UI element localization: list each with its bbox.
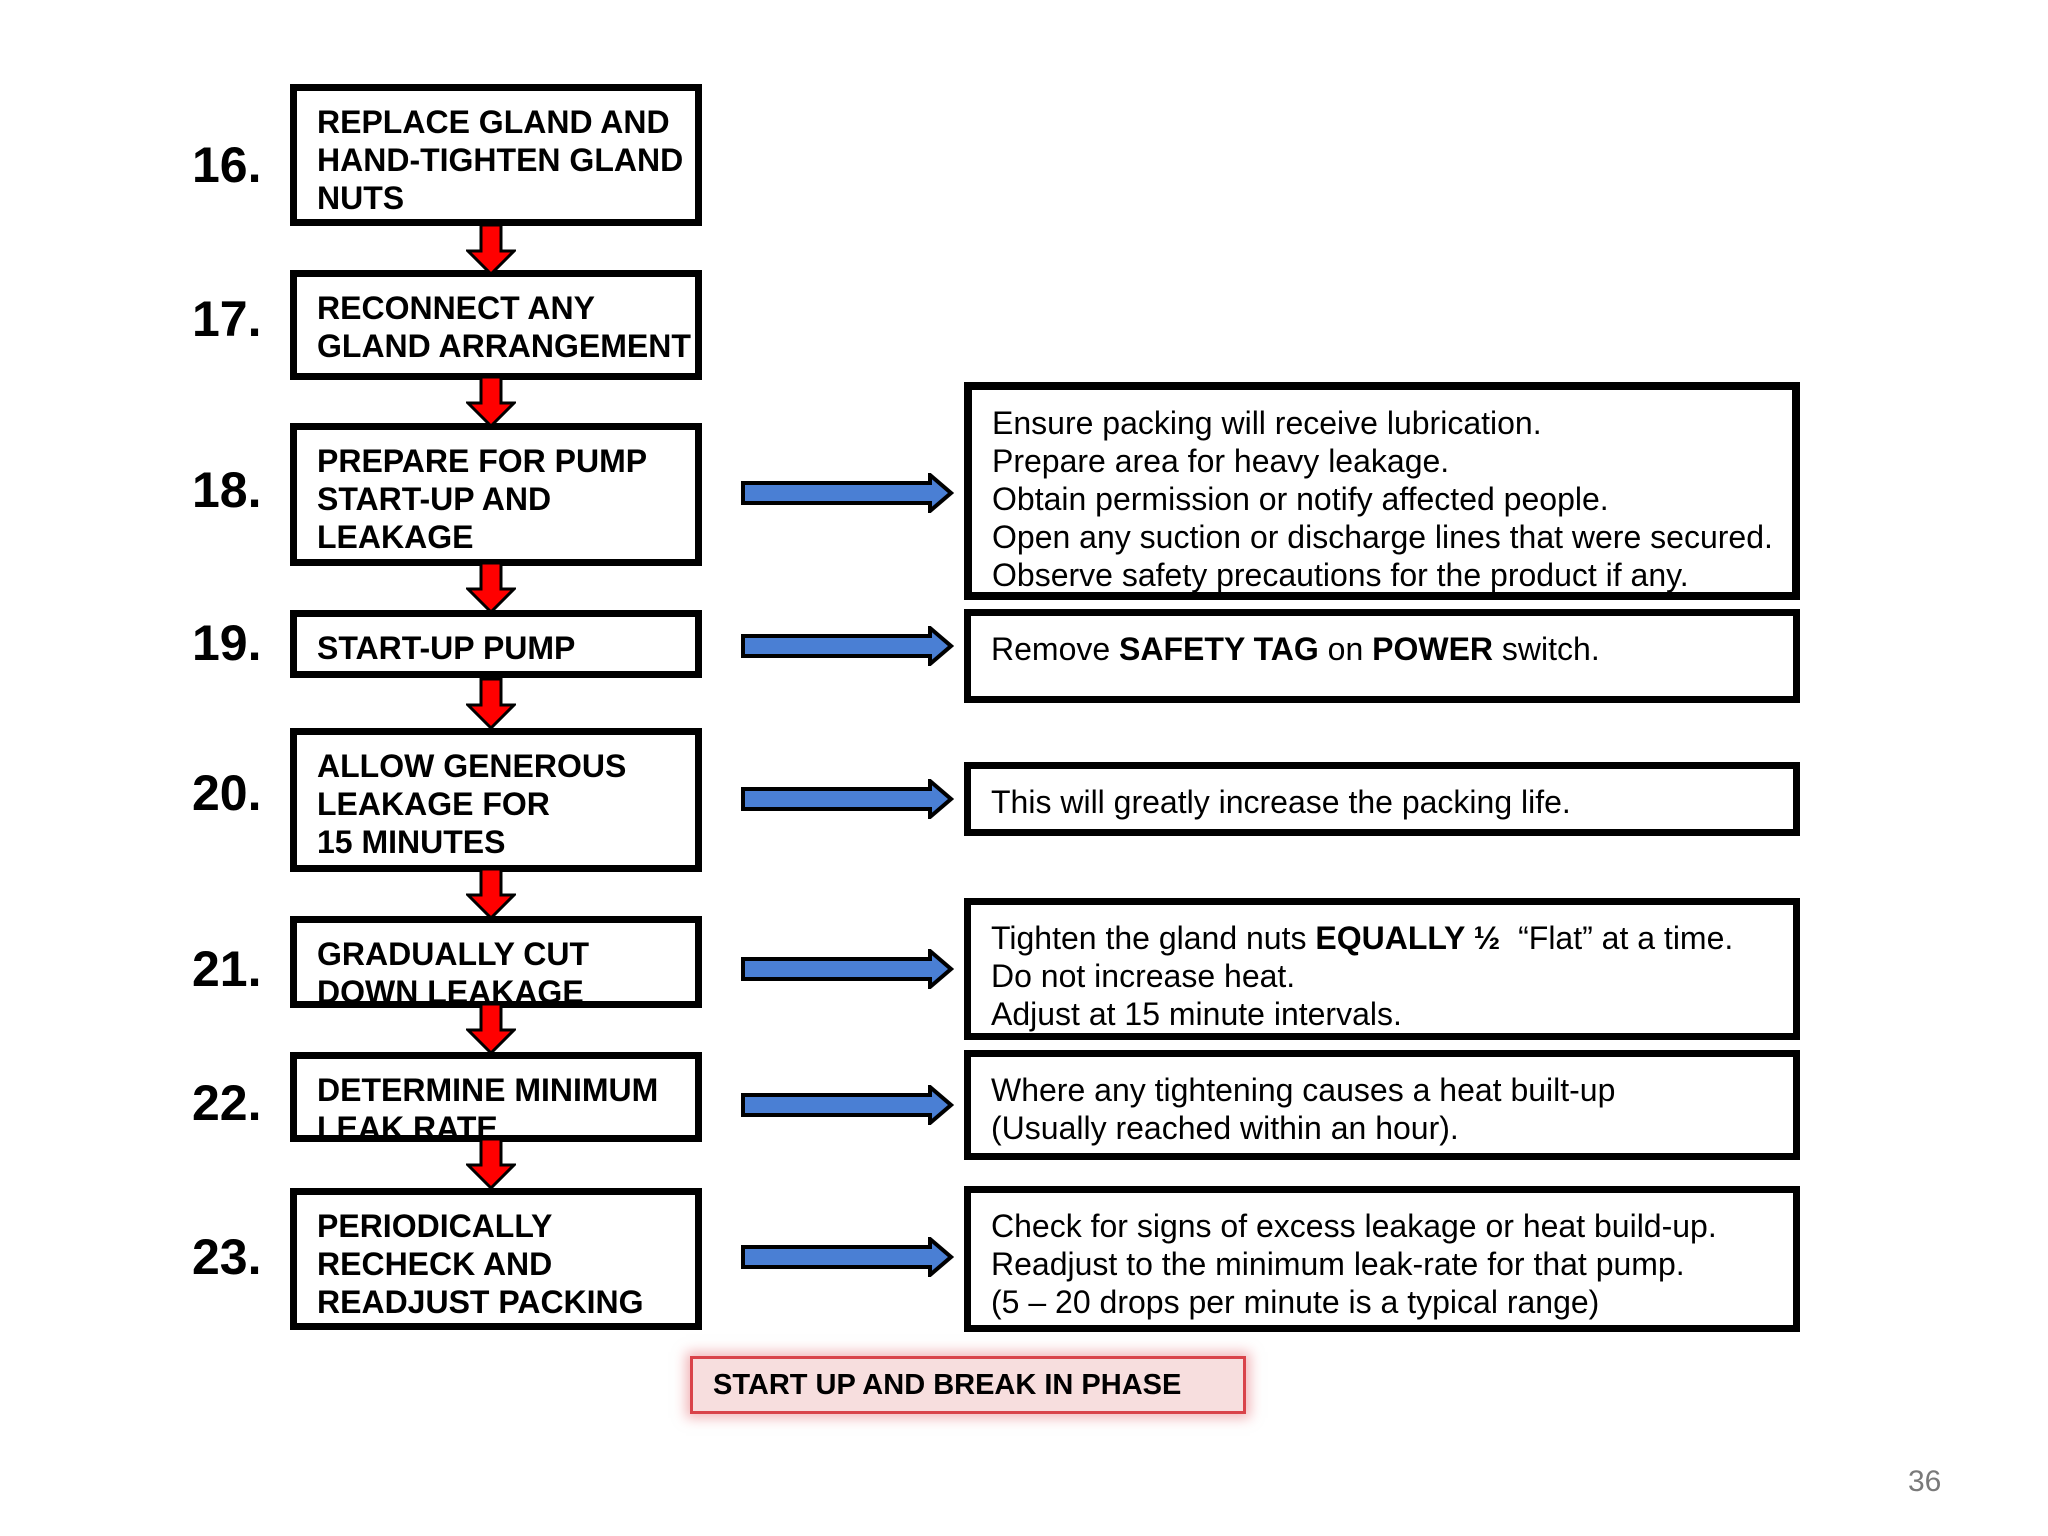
note-18-line: Ensure packing will receive lubrication.	[992, 405, 1542, 441]
note-21-bold: EQUALLY ½	[1315, 920, 1501, 956]
step-23-line: PERIODICALLY	[317, 1208, 553, 1244]
step-number-17: 17.	[192, 291, 262, 347]
down-arrow-icon	[466, 1138, 516, 1190]
note-box-20: This will greatly increase the packing l…	[964, 762, 1800, 836]
note-21-line: Tighten the gland nuts EQUALLY ½ “Flat” …	[991, 919, 1793, 957]
step-box-19: START-UP PUMP	[290, 610, 702, 678]
step-22-line: DETERMINE MINIMUM	[317, 1072, 659, 1108]
note-18-line: Open any suction or discharge lines that…	[992, 519, 1773, 555]
note-21-text: “Flat” at a time.	[1500, 920, 1734, 956]
note-19-text: switch.	[1493, 631, 1600, 667]
note-22-line: (Usually reached within an hour).	[991, 1110, 1459, 1146]
right-arrow-icon	[741, 626, 954, 666]
step-23-line: RECHECK AND	[317, 1246, 553, 1282]
note-box-22: Where any tightening causes a heat built…	[964, 1050, 1800, 1160]
note-box-21: Tighten the gland nuts EQUALLY ½ “Flat” …	[964, 898, 1800, 1040]
note-22-line: Where any tightening causes a heat built…	[991, 1072, 1616, 1108]
right-arrow-icon	[741, 1085, 954, 1125]
step-number-23: 23.	[192, 1229, 262, 1285]
step-21-line: GRADUALLY CUT	[317, 936, 590, 972]
step-18-line: PREPARE FOR PUMP	[317, 443, 648, 479]
step-18-line: LEAKAGE	[317, 519, 474, 555]
down-arrow-icon	[466, 224, 516, 276]
step-number-16: 16.	[192, 137, 262, 193]
step-box-22: DETERMINE MINIMUM LEAK RATE	[290, 1052, 702, 1146]
note-19-bold: SAFETY TAG	[1119, 631, 1319, 667]
right-arrow-icon	[741, 779, 954, 819]
step-box-16: REPLACE GLAND AND HAND-TIGHTEN GLAND NUT…	[290, 84, 702, 226]
down-arrow-icon	[466, 376, 516, 428]
step-box-20: ALLOW GENEROUS LEAKAGE FOR 15 MINUTES	[290, 728, 702, 872]
note-box-18: Ensure packing will receive lubrication.…	[964, 382, 1800, 600]
step-16-line: REPLACE GLAND AND	[317, 104, 670, 140]
note-23-line: Check for signs of excess leakage or hea…	[991, 1208, 1717, 1244]
step-number-19: 19.	[192, 615, 262, 671]
phase-label: START UP AND BREAK IN PHASE	[690, 1356, 1246, 1414]
note-18-line: Prepare area for heavy leakage.	[992, 443, 1450, 479]
note-21-line: Do not increase heat.	[991, 958, 1296, 994]
down-arrow-icon	[466, 562, 516, 614]
step-16-line: NUTS	[317, 180, 405, 216]
step-number-21: 21.	[192, 941, 262, 997]
step-box-21: GRADUALLY CUT DOWN LEAKAGE	[290, 916, 702, 1010]
note-21-line: Adjust at 15 minute intervals.	[991, 996, 1402, 1032]
step-number-18: 18.	[192, 462, 262, 518]
step-19-line: START-UP PUMP	[317, 630, 576, 666]
step-number-22: 22.	[192, 1075, 262, 1131]
step-17-line: GLAND ARRANGEMENT	[317, 328, 691, 364]
note-box-23: Check for signs of excess leakage or hea…	[964, 1186, 1800, 1332]
step-box-17: RECONNECT ANY GLAND ARRANGEMENT	[290, 270, 702, 380]
step-21-line: DOWN LEAKAGE	[317, 974, 584, 1010]
down-arrow-icon	[466, 678, 516, 730]
step-16-line: HAND-TIGHTEN GLAND	[317, 142, 684, 178]
note-19-line: Remove SAFETY TAG on POWER switch.	[991, 630, 1793, 668]
down-arrow-icon	[466, 868, 516, 920]
note-21-text: Tighten the gland nuts	[991, 920, 1316, 956]
step-18-line: START-UP AND	[317, 481, 552, 517]
note-19-text: Remove	[991, 631, 1120, 667]
note-23-line: (5 – 20 drops per minute is a typical ra…	[991, 1284, 1600, 1320]
step-box-23: PERIODICALLY RECHECK AND READJUST PACKIN…	[290, 1188, 702, 1330]
down-arrow-icon	[466, 1003, 516, 1055]
step-23-line: READJUST PACKING	[317, 1284, 644, 1320]
step-number-20: 20.	[192, 765, 262, 821]
note-18-line: Obtain permission or notify affected peo…	[992, 481, 1609, 517]
note-18-line: Observe safety precautions for the produ…	[992, 557, 1689, 593]
note-box-19: Remove SAFETY TAG on POWER switch.	[964, 609, 1800, 703]
step-20-line: ALLOW GENEROUS	[317, 748, 627, 784]
note-23-line: Readjust to the minimum leak-rate for th…	[991, 1246, 1685, 1282]
note-19-text: on	[1318, 631, 1373, 667]
note-19-bold: POWER	[1372, 631, 1494, 667]
right-arrow-icon	[741, 1237, 954, 1277]
note-20-line: This will greatly increase the packing l…	[991, 784, 1571, 820]
step-box-18: PREPARE FOR PUMP START-UP AND LEAKAGE	[290, 423, 702, 566]
step-20-line: LEAKAGE FOR	[317, 786, 550, 822]
right-arrow-icon	[741, 473, 954, 513]
step-20-line: 15 MINUTES	[317, 824, 506, 860]
step-17-line: RECONNECT ANY	[317, 290, 595, 326]
page-number: 36	[1908, 1465, 1942, 1498]
right-arrow-icon	[741, 949, 954, 989]
